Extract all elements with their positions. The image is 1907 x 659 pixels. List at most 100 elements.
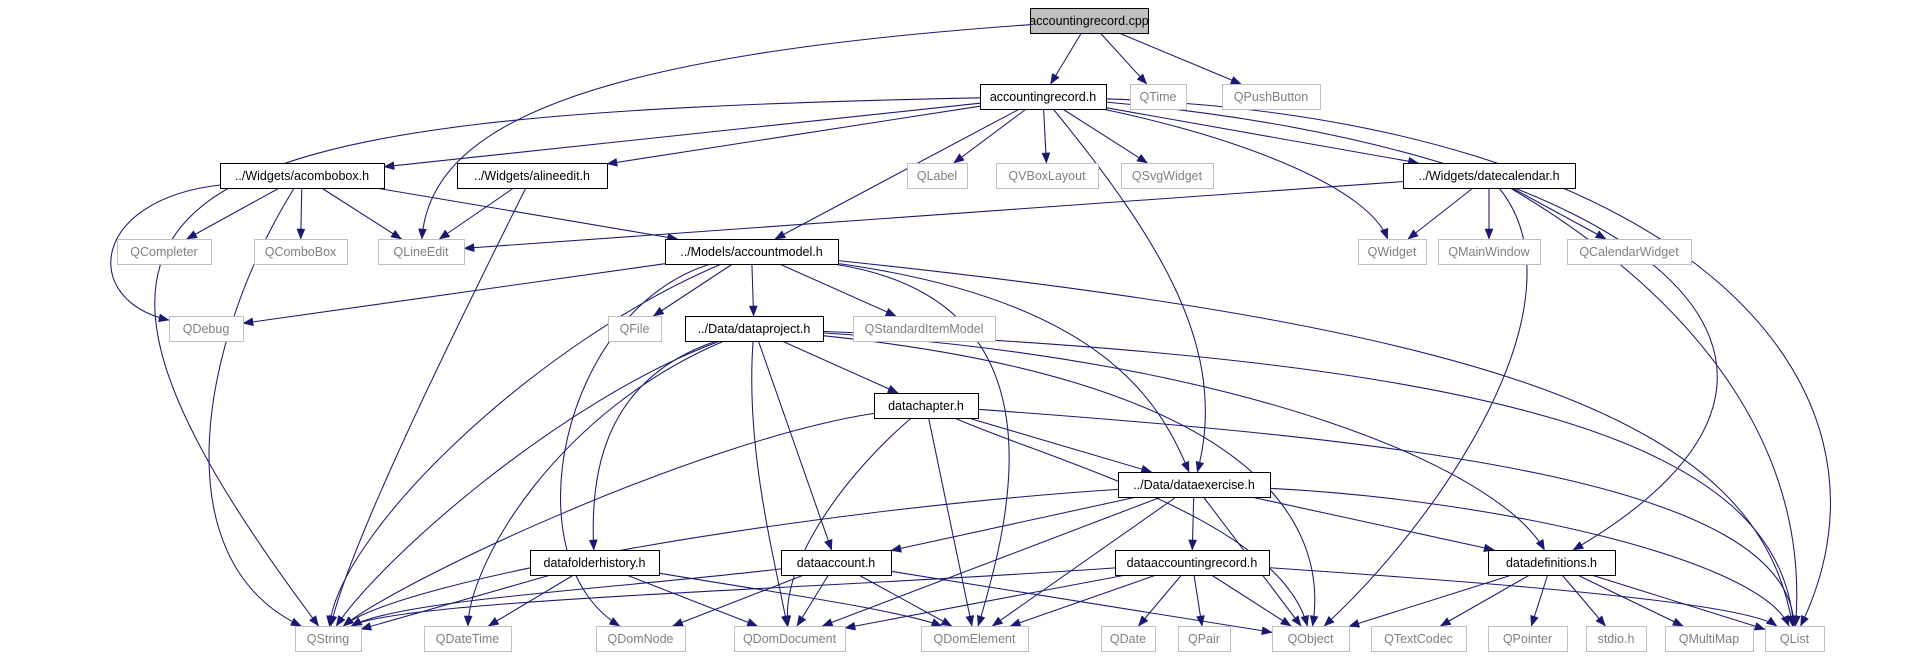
- node-label: datafolderhistory.h: [544, 556, 646, 570]
- node-label: ../Data/dataexercise.h: [1133, 478, 1255, 492]
- node-box: [665, 239, 839, 265]
- edge-line: [321, 187, 402, 240]
- edge-line: [467, 340, 725, 627]
- node-accountingrecord-h[interactable]: accountingrecord.h: [980, 84, 1107, 110]
- node-accountmodel-h[interactable]: ../Models/accountmodel.h: [665, 239, 839, 265]
- arrowhead: [350, 617, 363, 627]
- arrowhead: [186, 230, 198, 240]
- node-label: QDate: [1110, 632, 1146, 646]
- node-box: [596, 626, 686, 652]
- node-label: ../Models/accountmodel.h: [680, 245, 822, 259]
- node-label: QDateTime: [436, 632, 499, 646]
- node-box: [220, 163, 385, 189]
- arrowhead: [242, 317, 254, 327]
- arrowhead: [438, 229, 451, 240]
- arrowhead: [335, 615, 346, 627]
- edge-dataaccountingrecord_h-to-QDate: [1138, 574, 1182, 627]
- arrowhead: [1800, 614, 1809, 627]
- node-alineedit-h[interactable]: ../Widgets/alineedit.h: [457, 163, 608, 189]
- edge-accountingrecord_h-to-datadefinitions_h: [1105, 101, 1718, 551]
- node-box: [734, 626, 846, 652]
- edge-line: [1138, 574, 1182, 627]
- arrowhead: [608, 616, 621, 627]
- edge-line: [1105, 101, 1718, 551]
- node-label: QDebug: [183, 322, 230, 336]
- node-accountingrecord-cpp: accountingrecord.cpp: [1029, 8, 1149, 34]
- arrowhead: [326, 615, 335, 627]
- edge-datadefinitions_h-to-QMultiMap: [1577, 574, 1684, 627]
- arrowhead: [1439, 617, 1452, 627]
- edge-datachapter_h-to-QObject: [954, 417, 1309, 627]
- arrowhead: [1672, 617, 1684, 627]
- arrowhead: [977, 614, 986, 627]
- edge-line: [822, 335, 1316, 627]
- node-box: [853, 316, 996, 342]
- edge-accountingrecord_h-to-alineedit_h: [606, 105, 981, 167]
- node-box: [1115, 550, 1270, 576]
- edge-line: [1509, 187, 1798, 627]
- arrowhead: [1594, 230, 1607, 240]
- node-box: [254, 239, 348, 265]
- node-box: [1586, 626, 1647, 652]
- arrowhead: [1595, 615, 1606, 627]
- edge-line: [1118, 32, 1242, 85]
- edge-line: [1099, 32, 1148, 85]
- node-datadefinitions-h[interactable]: datadefinitions.h: [1488, 550, 1616, 576]
- node-box: [1371, 626, 1467, 652]
- edge-line: [360, 574, 551, 630]
- edge-accountmodel_h-to-QDebug: [242, 263, 666, 327]
- node-datachapter-h[interactable]: datachapter.h: [874, 393, 979, 419]
- edge-datachapter_h-to-QDomDocument: [782, 417, 912, 627]
- edge-datadefinitions_h-to-stdio_h: [1561, 574, 1606, 627]
- edge-line: [822, 332, 1545, 551]
- edge-dataaccount_h-to-QObject: [890, 570, 1273, 636]
- edge-line: [1251, 496, 1495, 551]
- node-QSvgWidget: QSvgWidget: [1121, 163, 1214, 189]
- node-label: datadefinitions.h: [1506, 556, 1597, 570]
- edge-line: [890, 570, 1273, 633]
- arrowhead: [940, 617, 953, 627]
- edge-accountingrecord_cpp-to-QTime: [1099, 32, 1148, 85]
- arrowhead: [774, 230, 787, 240]
- node-datecalendar-h[interactable]: ../Widgets/datecalendar.h: [1403, 163, 1576, 189]
- edge-accountmodel_h-to-QString: [326, 263, 722, 627]
- node-dataaccount-h[interactable]: dataaccount.h: [781, 550, 892, 576]
- node-box: [685, 316, 824, 342]
- edge-line: [757, 340, 833, 551]
- arrowhead: [463, 615, 473, 627]
- node-box: [1358, 239, 1427, 265]
- node-box: [295, 626, 362, 652]
- edge-dataaccountingrecord_h-to-QList: [1268, 567, 1778, 627]
- node-box: [1178, 626, 1231, 652]
- edge-accountingrecord_cpp-to-QLineEdit: [418, 24, 1031, 240]
- edge-dataexercise_h-to-QString: [342, 488, 1119, 627]
- node-dataproject-h[interactable]: ../Data/dataproject.h: [685, 316, 824, 342]
- edge-line: [343, 488, 1119, 627]
- edge-line: [1561, 574, 1606, 627]
- node-dataexercise-h[interactable]: ../Data/dataexercise.h: [1118, 472, 1271, 498]
- edge-acombobox_h-to-QComboBox: [296, 187, 306, 240]
- arrowhead: [342, 616, 355, 627]
- node-QTime: QTime: [1130, 84, 1187, 110]
- edge-line: [606, 105, 981, 165]
- edge-dataproject_h-to-QDateTime: [463, 340, 725, 627]
- edge-line: [328, 263, 722, 627]
- node-label: QString: [307, 632, 349, 646]
- edge-dataexercise_h-to-dataaccount_h: [890, 496, 1137, 553]
- node-label: QCompleter: [130, 245, 197, 259]
- edge-dataaccount_h-to-QString: [350, 568, 782, 627]
- edge-line: [110, 184, 221, 321]
- node-QString: QString: [295, 626, 362, 652]
- edge-line: [786, 417, 912, 627]
- node-label: datachapter.h: [888, 399, 964, 413]
- node-acombobox-h[interactable]: ../Widgets/acombobox.h: [220, 163, 385, 189]
- edge-dataaccountingrecord_h-to-QString: [350, 567, 1116, 627]
- node-label: QSvgWidget: [1132, 169, 1203, 183]
- node-dataaccountingrecord-h[interactable]: dataaccountingrecord.h: [1115, 550, 1270, 576]
- edge-line: [822, 496, 1162, 627]
- node-QStandardItemModel: QStandardItemModel: [853, 316, 996, 342]
- edge-line: [1577, 574, 1684, 627]
- node-stdio-h: stdio.h: [1586, 626, 1647, 652]
- node-datafolderhistory-h[interactable]: datafolderhistory.h: [530, 550, 660, 576]
